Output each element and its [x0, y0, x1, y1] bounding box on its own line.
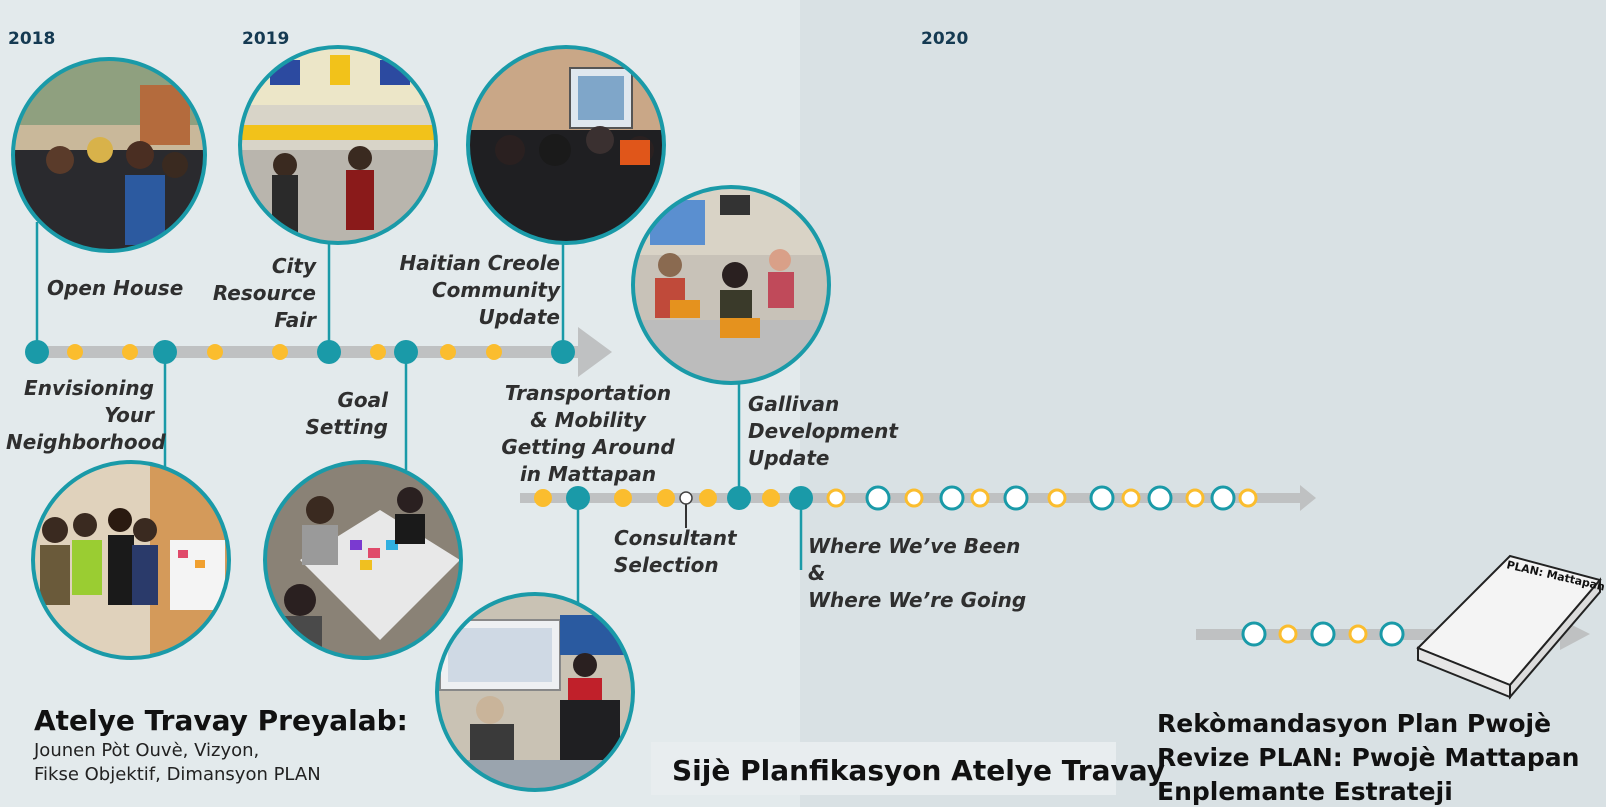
top-track-dots [25, 340, 575, 364]
photo-envisioning [31, 460, 231, 660]
connector-lines-top [35, 222, 565, 470]
milestone-dot [317, 340, 341, 364]
photo-haitian-creole-update [466, 45, 666, 245]
event-where-weve-been: Where We’ve Been & Where We’re Going [808, 534, 1027, 612]
event-consultant-selection: Consultant Selection [614, 526, 737, 577]
photo-transportation [435, 592, 635, 792]
section-recommendations: Rekòmandasyon Plan Pwojè Revize PLAN: Pw… [1157, 709, 1580, 806]
year-2019: 2019 [242, 29, 290, 49]
event-city-resource-fair: City Resource Fair [212, 254, 316, 332]
section-topic-title: Sijè Planfikasyon Atelye Travay [672, 754, 1166, 787]
plan-mattapan-book-icon: PLAN: Mattapan [1416, 554, 1606, 700]
section-prep-subtitle: Jounen Pòt Ouvè, Vizyon, Fikse Objektif,… [34, 740, 321, 785]
event-gallivan: Gallivan Development Update [748, 392, 898, 470]
year-2018: 2018 [8, 29, 56, 49]
photo-gallivan-update [631, 185, 831, 385]
event-transportation: Transportation & Mobility Getting Around… [501, 381, 675, 486]
year-2020: 2020 [921, 29, 969, 49]
topic-banner [651, 742, 1116, 795]
photo-goal-setting [263, 460, 463, 660]
milestone-dot [551, 340, 575, 364]
event-goal-setting: Goal Setting [305, 388, 389, 439]
event-open-house: Open House [47, 276, 184, 300]
section-prep-title: Atelye Travay Preyalab: [34, 704, 408, 737]
milestone-dot [153, 340, 177, 364]
milestone-dot [394, 340, 418, 364]
milestone-dot [25, 340, 49, 364]
photo-city-resource-fair [238, 45, 438, 245]
event-haitian-creole-update: Haitian Creole Community Update [399, 251, 560, 329]
event-envisioning: Envisioning Your Neighborhood [6, 376, 166, 454]
middle-track-dots [534, 485, 1258, 511]
photo-open-house [11, 57, 207, 253]
